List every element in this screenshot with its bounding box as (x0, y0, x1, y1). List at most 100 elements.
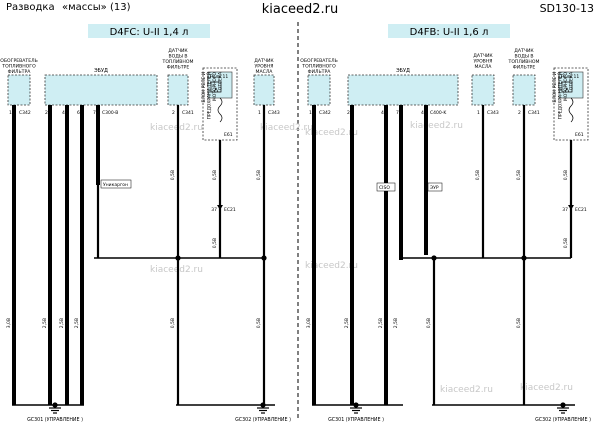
sheet-code: SD130-13 (539, 2, 594, 15)
connector-label: C342 (19, 110, 31, 116)
pin-number: 4 (62, 110, 65, 116)
wire-gauge: 0,5B (563, 170, 569, 180)
water-sensor-label: ВОДЫ В (168, 54, 187, 60)
ec21-arrow (568, 205, 574, 210)
wire-tag: CISO (379, 185, 390, 191)
wire-gauge: 0,5B (475, 170, 481, 180)
heater-label: ФИЛЬТРА (8, 69, 32, 75)
watermark-text: kiaceed2.ru (410, 121, 463, 131)
oil-sensor-label: МАСЛА (475, 64, 493, 70)
connector-label: C343 (487, 110, 499, 116)
relay-icon (210, 81, 222, 93)
water-sensor-box (512, 74, 536, 106)
connector-label: C343 (268, 110, 280, 116)
wire-gauge: 0,5B (256, 170, 262, 180)
relay-pin-label: E61 (575, 132, 584, 138)
water-sensor-label: ФИЛЬТРЕ (513, 65, 536, 71)
ground-label: GC302 (УПРАВЛЕНИЕ ) (235, 417, 291, 423)
oil-sensor-label: ДАТЧИК (473, 53, 493, 59)
wire-gauge: 2,5B (42, 318, 48, 328)
pin-number: 2 (45, 110, 48, 116)
relay-block-label: МОТОРНОГО (212, 71, 218, 100)
relay-box (558, 71, 584, 99)
oil-sensor-label: МАСЛА (256, 69, 274, 75)
watermark-text: kiaceed2.ru (305, 128, 358, 138)
oil-sensor-label: ДАТЧИК (254, 58, 274, 64)
ground-junction (260, 402, 266, 408)
connector-label: C342 (319, 110, 331, 116)
ec21-pin: 37 (562, 207, 568, 213)
wire-gauge: 0,5B (170, 170, 176, 180)
engine-label-box (88, 24, 210, 38)
wire-gauge: 0,5B (170, 318, 176, 328)
water-sensor-label: ДАТЧИК (168, 48, 188, 54)
ground-junction (52, 402, 58, 408)
junction-dot (521, 255, 527, 261)
wire-tag: ЭУР (430, 185, 439, 191)
wire-gauge: 3,0B (6, 318, 12, 328)
wire-tag: Уникаргон (103, 182, 128, 188)
ecu-label: ЭБУД (396, 68, 410, 74)
ground-junction (353, 402, 359, 408)
wire-gauge: 0,5B (212, 238, 218, 248)
wire-tag-box (376, 182, 396, 192)
junction-dot (431, 255, 437, 261)
wire-gauge: 0,5B (426, 318, 432, 328)
wire-tag-box (427, 182, 443, 192)
relay-block-label: ОТСЕКА (569, 72, 575, 90)
heater-label: ФИЛЬТРА (308, 69, 332, 75)
watermark-text: kiaceed2.ru (520, 383, 573, 393)
water-sensor-box (167, 74, 189, 106)
ecu-box (347, 74, 459, 106)
engine-label: D4FB: U-II 1,6 л (410, 27, 489, 38)
relay-block-label: БЛОК РЕЛЕ И (552, 72, 558, 102)
watermark-text: kiaceed2.ru (150, 265, 203, 275)
water-sensor-label: ТОПЛИВНОМ (162, 59, 194, 65)
pin-number: 7 (93, 110, 96, 116)
sheet-subtitle: «массы» (62, 2, 107, 13)
relay-coil (568, 97, 574, 123)
ecu-label: ЭБУД (94, 68, 108, 74)
heater-label: ОБОГРЕВАТЕЛЬ (300, 58, 337, 64)
heater-label: ОБОГРЕВАТЕЛЬ (0, 58, 37, 64)
engine-label: D4FC: U-II 1,4 л (110, 27, 189, 38)
pin-number: 1 (309, 110, 312, 116)
relay-block-label: МОТОРНОГО (563, 71, 569, 100)
watermark-text: kiaceed2.ru (260, 123, 313, 133)
pin-number: 1 (9, 110, 12, 116)
junction-dot (261, 255, 267, 261)
connector-label: C300-B (102, 110, 118, 116)
watermark-text: kiaceed2.ru (150, 123, 203, 133)
ecu-box (44, 74, 158, 106)
engine-label-box (388, 24, 510, 38)
pin-number: 6 (77, 110, 80, 116)
pin-number: 2 (518, 110, 521, 116)
ground-label: GC302 (УПРАВЛЕНИЕ ) (535, 417, 591, 423)
pin-number: 4 (381, 110, 384, 116)
sheet-page: (13) (110, 2, 131, 13)
relay-label: Реле 11 (210, 74, 228, 80)
wire-gauge: 3,0B (306, 318, 312, 328)
watermark-text: kiaceed2.ru (440, 385, 493, 395)
oil-sensor-box (253, 74, 275, 106)
water-sensor-label: ДАТЧИК (514, 48, 534, 54)
wire-gauge: 2,5B (59, 318, 65, 328)
relay-block-label: БЛОК РЕЛЕ И (201, 72, 207, 102)
ec21-arrow (217, 205, 223, 210)
ground-label: GC301 (УПРАВЛЕНИЕ ) (328, 417, 384, 423)
wire-gauge: 2,5B (74, 318, 80, 328)
ground-label: GC301 (УПРАВЛЕНИЕ ) (27, 417, 83, 423)
pin-number: 1 (477, 110, 480, 116)
relay-box (207, 71, 233, 99)
junction-dot (175, 255, 181, 261)
heater-label: ТОПЛИВНОГО (1, 64, 36, 70)
water-sensor-label: ФИЛЬТРЕ (167, 65, 190, 71)
wire-gauge: 0,5B (212, 170, 218, 180)
ec21-label: EC21 (224, 207, 236, 213)
wire-gauge: 2,5B (344, 318, 350, 328)
heater-box (307, 74, 331, 106)
relay-coil (217, 97, 223, 123)
relay-label: Реле 11 (561, 74, 579, 80)
wire-gauge: 2,5B (378, 318, 384, 328)
